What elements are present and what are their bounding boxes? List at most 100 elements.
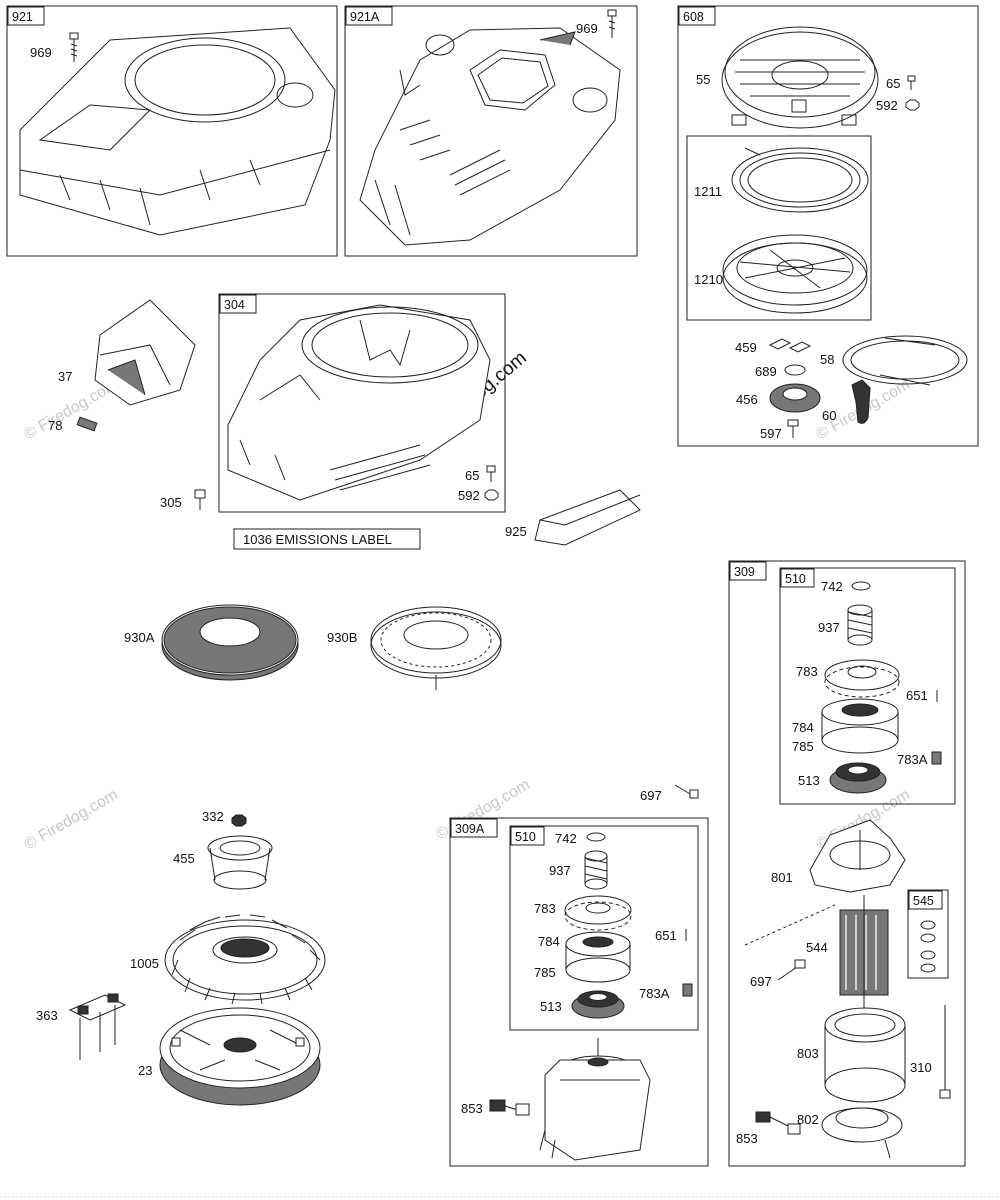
box-545-tag [908,890,943,910]
label-456: 456 [736,392,758,407]
clip-742 [851,581,871,591]
label-23: 23 [138,1063,152,1078]
label-1005: 1005 [130,956,159,971]
label-785: 785 [792,739,814,754]
label-544: 544 [806,940,828,955]
box-304-frame [218,293,506,513]
box-510-tag [780,568,815,588]
label-969: 969 [576,21,598,36]
starter-motor-309A [539,1038,651,1161]
bolt-65 [907,75,916,90]
part-925 [534,489,641,546]
screw-969 [69,32,79,62]
label-969: 969 [30,45,52,60]
box-309-frame [728,560,966,1167]
label-783: 783 [534,901,556,916]
group-304: 304 65 592 [218,293,506,513]
group-309A: 309A 510 742 937 783 651 784 785 783A [449,817,709,1167]
label-597: 597 [760,426,782,441]
bolt-65 [486,465,496,482]
label-784: 784 [792,720,814,735]
part-783A [682,983,693,997]
label-310: 310 [910,1060,932,1075]
box-921-frame [6,5,338,257]
label-513: 513 [540,999,562,1014]
label-783: 783 [796,664,818,679]
gear-783 [564,895,632,931]
box-309-id: 309 [734,565,755,579]
pulley-1210 [722,234,868,314]
box-921A-tag [345,6,393,26]
box-309A-tag [450,818,498,838]
box-608-tag [678,6,716,26]
group-921A: 921A 969 [344,5,638,257]
label-742: 742 [821,579,843,594]
label-65: 65 [886,76,900,91]
clip-689 [784,364,806,376]
label-937: 937 [818,620,840,635]
motor-frame-803 [824,1007,906,1103]
label-455: 455 [173,851,195,866]
label-513: 513 [798,773,820,788]
label-363: 363 [36,1008,58,1023]
label-592: 592 [876,98,898,113]
box-510-frame [509,825,699,1031]
group-921: 921 969 [6,5,338,257]
blower-housing-921A [359,27,621,246]
box-921-id: 921 [12,10,33,24]
label-58: 58 [820,352,834,367]
label-925: 925 [505,524,527,539]
armature-544 [839,895,889,1015]
bolt-305 [194,489,206,510]
group-608: 608 55 65 592 1211 121 [677,5,979,447]
box-545-frame [907,889,949,979]
blower-housing-304 [227,304,491,501]
box-309A-frame [449,817,709,1167]
label-853: 853 [736,1131,758,1146]
label-1211: 1211 [694,184,722,199]
emissions-label-box [233,528,421,550]
label-37: 37 [58,369,72,384]
label-930B: 930B [327,630,357,645]
clutch-513 [571,990,625,1019]
screw-78 [76,416,98,432]
label-783A: 783A [897,752,928,767]
clutch-513 [829,762,887,794]
clip-742 [586,832,606,842]
box-510-frame [779,567,956,805]
label-332: 332 [202,809,224,824]
label-937: 937 [549,863,571,878]
label-785: 785 [534,965,556,980]
box-309A-id: 309A [455,822,485,836]
fan-1005 [164,914,326,1005]
retainer-456 [769,383,821,413]
spring-937 [584,850,608,890]
label-697: 697 [750,974,772,989]
label-930A: 930A [124,630,155,645]
nut-592 [905,99,920,111]
label-60: 60 [822,408,836,423]
label-78: 78 [48,418,62,433]
handle-60 [851,379,871,424]
part-783A [931,751,942,765]
screen-930A [161,604,299,681]
box-304-tag [219,294,257,314]
screen-930B [370,606,502,690]
flywheel-23 [159,1007,321,1106]
gear-783 [824,659,900,698]
connector-853 [489,1099,530,1116]
label-305: 305 [160,495,182,510]
baffle-37 [94,299,196,406]
rewind-cover-55 [721,26,879,129]
label-784: 784 [538,934,560,949]
label-65: 65 [465,468,479,483]
label-689: 689 [755,364,777,379]
box-921A-frame [344,5,638,257]
box-510-id: 510 [515,830,536,844]
box-921-tag [7,6,45,26]
label-459: 459 [735,340,757,355]
box-510-id: 510 [785,572,806,586]
label-55: 55 [696,72,710,87]
label-802: 802 [797,1112,819,1127]
